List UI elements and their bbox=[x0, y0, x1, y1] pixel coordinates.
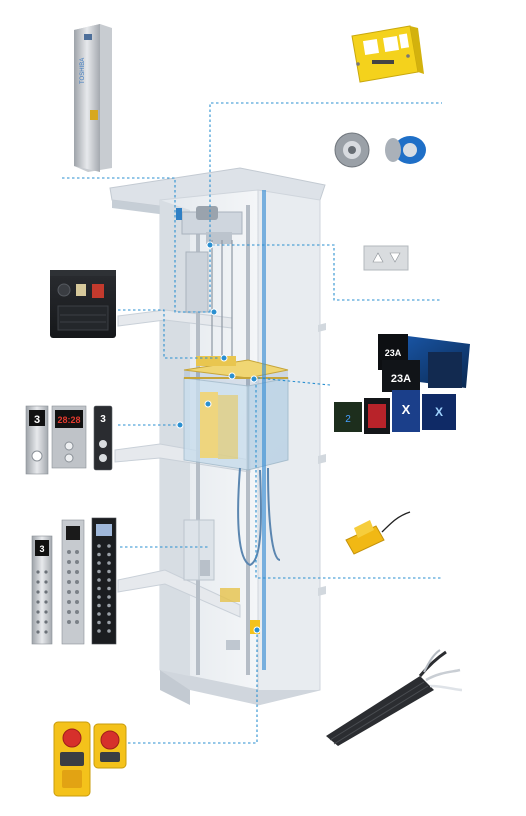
panel-button-dot bbox=[36, 580, 40, 584]
cabinet-brand-label: TOSHIBA bbox=[80, 58, 86, 84]
panel-button-dot bbox=[107, 603, 111, 608]
pit-inspection-box-icon bbox=[53, 721, 127, 797]
panel-button-dot bbox=[44, 590, 48, 594]
panel-button-dot bbox=[107, 544, 111, 548]
panel-button-dot bbox=[36, 610, 40, 614]
panel-button-dot bbox=[36, 570, 40, 574]
panel-button-dot bbox=[75, 590, 79, 594]
inverter-controller-icon bbox=[50, 270, 116, 338]
hall-indicator-right-floor: 3 bbox=[100, 414, 106, 425]
panel-button-dot bbox=[44, 610, 48, 614]
panel-button-dot bbox=[67, 550, 71, 554]
lcd-display-2-text: 23A bbox=[391, 373, 411, 385]
panel-button-dot bbox=[97, 612, 101, 616]
panel-button-dot bbox=[67, 610, 71, 614]
panel-button-dot bbox=[67, 600, 71, 604]
panel-button-dot bbox=[97, 569, 101, 574]
panel-button-dot bbox=[67, 570, 71, 574]
elevator-shaft-cutaway-icon bbox=[109, 167, 326, 706]
magnetic-door-sensor-icon bbox=[345, 511, 411, 555]
panel-button-dot bbox=[75, 570, 79, 574]
panel-button-dot bbox=[44, 630, 48, 634]
leader-lines bbox=[62, 102, 442, 744]
panel-button-dot bbox=[36, 590, 40, 594]
travelling-cable-icon bbox=[326, 649, 463, 746]
panel-button-dot bbox=[44, 570, 48, 574]
panel-button-dot bbox=[67, 580, 71, 584]
panel-button-dot bbox=[44, 580, 48, 584]
panel-button-dot bbox=[44, 620, 48, 624]
lcd-display-4-text: X bbox=[435, 405, 443, 419]
panel-button-dot bbox=[107, 552, 111, 557]
panel-button-dot bbox=[107, 595, 111, 599]
panel-button-dot bbox=[107, 578, 111, 582]
panel-button-dot bbox=[97, 629, 101, 633]
landing-push-button-icon bbox=[363, 245, 409, 271]
panel-button-dot bbox=[67, 560, 71, 564]
hall-indicator-left-floor: 3 bbox=[34, 414, 40, 426]
panel-button-dot bbox=[97, 561, 101, 565]
panel-button-dot bbox=[97, 603, 101, 608]
panel-button-dot bbox=[75, 550, 79, 554]
panel-button-dot bbox=[75, 560, 79, 564]
panel-button-dot bbox=[107, 629, 111, 633]
lcd-display-1-text: 23A bbox=[385, 348, 402, 358]
panel-button-dot bbox=[36, 630, 40, 634]
panel-button-dot bbox=[44, 600, 48, 604]
elevator-car bbox=[183, 356, 289, 471]
panel-button-dot bbox=[107, 620, 111, 625]
panel-button-dot bbox=[36, 620, 40, 624]
car-panel-buttons bbox=[36, 544, 111, 634]
panel-button-dot bbox=[97, 552, 101, 557]
panel-button-dot bbox=[97, 620, 101, 625]
panel-button-dot bbox=[67, 590, 71, 594]
panel-button-dot bbox=[75, 620, 79, 624]
panel-button-dot bbox=[75, 610, 79, 614]
lcd-floor-display-icon: 23A 23A 2 X X bbox=[334, 334, 470, 434]
rotary-encoder-icon bbox=[334, 132, 426, 168]
emergency-power-unit-icon bbox=[351, 25, 424, 83]
panel-button-dot bbox=[75, 580, 79, 584]
panel-button-dot bbox=[75, 600, 79, 604]
leader-dots bbox=[176, 241, 261, 634]
car-operating-panel-icon: 3 bbox=[31, 517, 117, 645]
panel-button-dot bbox=[107, 586, 111, 591]
panel-button-dot bbox=[97, 578, 101, 582]
panel-button-dot bbox=[67, 620, 71, 624]
panel-button-dot bbox=[107, 569, 111, 574]
lcd-display-5-text: 2 bbox=[345, 414, 351, 425]
panel-button-dot bbox=[36, 600, 40, 604]
panel-button-dot bbox=[97, 586, 101, 591]
panel-button-dot bbox=[97, 595, 101, 599]
hall-position-indicator-icon: 3 28:28 3 bbox=[25, 405, 113, 475]
lcd-display-3-text: X bbox=[402, 402, 411, 417]
control-cabinet-icon: TOSHIBA bbox=[74, 24, 112, 172]
panel-button-dot bbox=[107, 612, 111, 616]
hall-indicator-center-digits: 28:28 bbox=[57, 415, 80, 425]
car-panel-floor: 3 bbox=[39, 544, 44, 554]
panel-button-dot bbox=[97, 544, 101, 548]
panel-button-dot bbox=[107, 561, 111, 565]
